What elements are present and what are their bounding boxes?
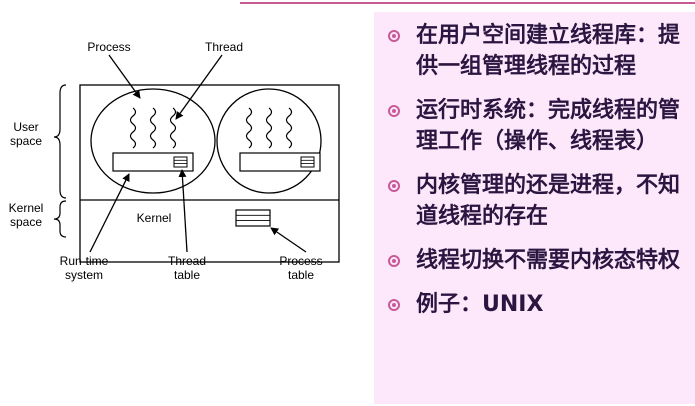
label-user-space-1: User — [13, 120, 38, 134]
thread-arrow — [175, 54, 223, 120]
label-thread-table-1: Thread — [168, 254, 206, 268]
thread-table-icon — [173, 156, 188, 168]
runtime-system-arrow — [89, 173, 130, 253]
bullet-icon — [388, 180, 400, 192]
bullet-icon — [388, 105, 400, 117]
process-table-arrow — [270, 227, 307, 253]
thread-wave — [245, 107, 253, 149]
thread-wave — [129, 107, 137, 149]
thread-wave — [169, 107, 177, 149]
bullet-item: 例子：UNIX — [384, 289, 690, 320]
bullet-item: 在用户空间建立线程库：提供一组管理线程的过程 — [384, 20, 690, 82]
thread-wave — [149, 107, 157, 149]
bullet-text: 线程切换不需要内核态特权 — [416, 248, 681, 273]
process-1 — [90, 88, 216, 194]
user-space-brace — [53, 84, 67, 199]
bullet-item: 运行时系统：完成线程的管理工作（操作、线程表） — [384, 95, 690, 157]
process-arrow — [108, 54, 141, 99]
bullet-icon — [388, 255, 400, 267]
bullet-icon — [388, 30, 400, 42]
bullet-item: 内核管理的还是进程，不知道线程的存在 — [384, 170, 690, 232]
accent-line — [240, 2, 695, 4]
label-process-table-2: table — [288, 268, 314, 282]
thread-table-arrow — [178, 169, 188, 253]
thread-table-icon-2 — [300, 156, 315, 168]
label-process: Process — [87, 40, 130, 54]
thread-wave — [265, 107, 273, 149]
label-kernel-space-1: Kernel — [9, 201, 44, 215]
threads-diagram: Process Thread User space Kernel space K… — [9, 40, 340, 282]
bullet-text: 在用户空间建立线程库：提供一组管理线程的过程 — [416, 23, 681, 79]
process-table-icon — [235, 209, 271, 227]
bullet-list: 在用户空间建立线程库：提供一组管理线程的过程 运行时系统：完成线程的管理工作（操… — [384, 20, 690, 320]
label-runtime-1: Run-time — [60, 254, 109, 268]
bullet-icon — [388, 299, 400, 311]
kernel-space-brace — [53, 200, 67, 238]
label-user-space-2: space — [10, 134, 42, 148]
label-process-table-1: Process — [279, 254, 322, 268]
bullet-text: 运行时系统：完成线程的管理工作（操作、线程表） — [416, 98, 681, 154]
runtime-system-box — [112, 152, 194, 172]
label-kernel: Kernel — [137, 211, 172, 225]
bullet-item: 线程切换不需要内核态特权 — [384, 245, 690, 276]
bullet-panel: 在用户空间建立线程库：提供一组管理线程的过程 运行时系统：完成线程的管理工作（操… — [374, 12, 695, 404]
bullet-text: 例子：UNIX — [416, 292, 544, 317]
label-thread: Thread — [205, 40, 243, 54]
label-runtime-2: system — [65, 268, 103, 282]
process-2 — [216, 88, 322, 194]
runtime-system-box-2 — [239, 152, 321, 172]
label-thread-table-2: table — [174, 268, 200, 282]
bullet-text: 内核管理的还是进程，不知道线程的存在 — [416, 173, 681, 229]
thread-wave — [285, 107, 293, 149]
label-kernel-space-2: space — [10, 215, 42, 229]
